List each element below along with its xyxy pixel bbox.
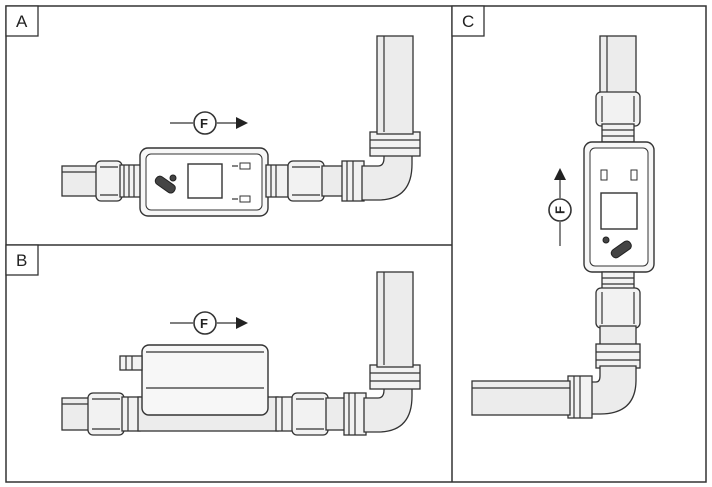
svg-text:F: F bbox=[200, 316, 208, 331]
svg-text:B: B bbox=[16, 251, 27, 270]
flow-meter-display-icon bbox=[139, 147, 269, 217]
pipe-union-nut-icon bbox=[595, 91, 641, 143]
flow-direction-arrow-icon: F bbox=[548, 168, 572, 246]
svg-text:A: A bbox=[16, 12, 28, 31]
pipe-union-nut-icon bbox=[95, 160, 143, 202]
svg-text:C: C bbox=[462, 12, 474, 31]
pipe-outlet bbox=[599, 35, 637, 97]
flow-direction-arrow-icon: F bbox=[170, 111, 248, 135]
svg-text:F: F bbox=[553, 206, 568, 214]
panel-b-installation: F bbox=[61, 271, 421, 436]
panel-frames bbox=[5, 5, 707, 483]
pipe-union-nut-icon bbox=[265, 160, 365, 202]
pipe-union-nut-icon bbox=[87, 392, 141, 436]
svg-text:F: F bbox=[200, 116, 208, 131]
pipe-elbow-icon bbox=[363, 271, 421, 433]
pipe-elbow-icon bbox=[471, 365, 637, 419]
flow-meter-body bbox=[119, 344, 279, 432]
flow-direction-arrow-icon: F bbox=[170, 311, 248, 335]
panel-label-a: A bbox=[5, 5, 39, 37]
flow-meter-display-icon bbox=[583, 141, 655, 273]
panel-a-installation: F bbox=[61, 35, 421, 217]
panel-label-c: C bbox=[451, 5, 485, 37]
pipe-union-nut-icon bbox=[275, 392, 367, 436]
panel-label-b: B bbox=[5, 244, 39, 276]
pipe-elbow-icon bbox=[361, 35, 421, 201]
panel-c-installation: F bbox=[471, 35, 655, 419]
pipe-union-nut-icon bbox=[595, 271, 641, 369]
pipe-inlet bbox=[61, 165, 99, 197]
